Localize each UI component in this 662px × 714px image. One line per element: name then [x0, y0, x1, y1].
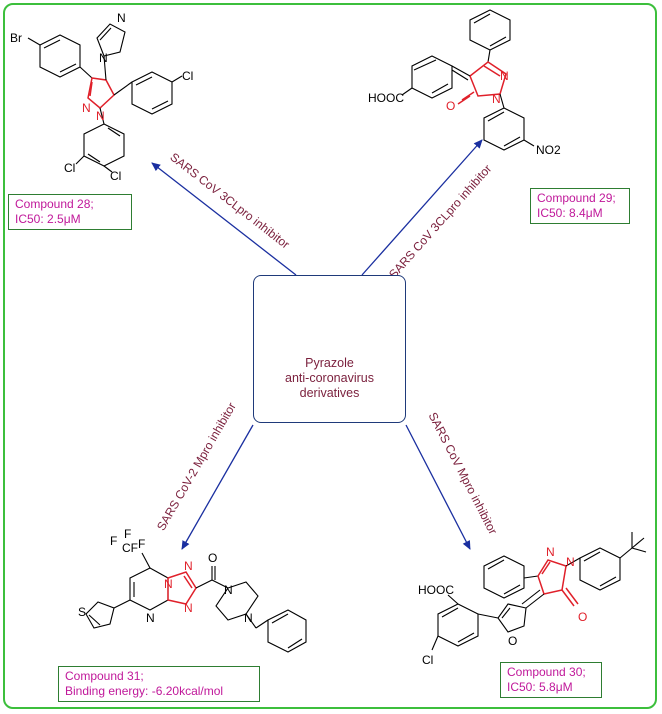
compound-30-box: Compound 30; IC50: 5.8μM — [500, 662, 602, 698]
c31-n-pyr: N — [146, 611, 155, 625]
c31-n-tri2: N — [164, 577, 173, 591]
compound-28-structure — [27, 23, 183, 173]
c29-no2: NO2 — [536, 143, 561, 157]
c28-n-top: N — [117, 11, 126, 25]
compound-29-box: Compound 29; IC50: 8.4μM — [530, 188, 630, 224]
c30-n1: N — [546, 545, 555, 559]
compound-29-name: Compound 29; — [537, 191, 616, 205]
arrow-bottom-left — [181, 424, 254, 550]
c29-hooc: HOOC — [368, 91, 404, 105]
c28-cl-br: Cl — [110, 169, 121, 183]
compound-28-name: Compound 28; — [15, 197, 94, 211]
c31-f2: F — [124, 527, 131, 541]
center-caption: Pyrazole anti-coronavirus derivatives — [254, 356, 405, 401]
c28-n-imid: N — [99, 51, 108, 65]
c30-cl: Cl — [422, 653, 433, 667]
c30-o-keto: O — [578, 610, 587, 624]
c28-cl-bl: Cl — [64, 161, 75, 175]
center-pyrazole-box: Pyrazole anti-coronavirus derivatives — [253, 275, 406, 423]
c31-o: O — [208, 551, 217, 565]
c31-n-tri3: N — [184, 601, 193, 615]
c31-f1: F — [110, 534, 117, 548]
compound-31-box: Compound 31; Binding energy: -6.20kcal/m… — [58, 666, 260, 702]
compound-29-activity: IC50: 8.4μM — [537, 206, 603, 220]
c31-cf3: CF — [122, 541, 138, 555]
c28-br: Br — [10, 31, 22, 45]
c29-n2: N — [492, 92, 501, 106]
compound-28-box: Compound 28; IC50: 2.5μM — [8, 194, 132, 230]
compound-29-structure — [401, 9, 535, 151]
c30-o-furan: O — [508, 634, 517, 648]
c28-n-pz1: N — [82, 101, 91, 115]
c29-n1: N — [500, 69, 509, 83]
c29-o: O — [446, 99, 455, 113]
arrow-bottom-right — [405, 424, 471, 550]
c31-n-pip2: N — [244, 611, 253, 625]
arrow-top-left — [151, 162, 297, 276]
compound-30-structure — [431, 532, 647, 651]
c31-s: S — [78, 605, 86, 619]
c31-f3: F — [138, 537, 145, 551]
c28-cl-right: Cl — [182, 69, 193, 83]
center-title: Pyrazole — [305, 356, 354, 370]
outer-frame — [3, 3, 657, 709]
c31-n-pip1: N — [224, 583, 233, 597]
c31-n-tri1: N — [184, 559, 193, 573]
compound-31-activity: Binding energy: -6.20kcal/mol — [65, 684, 224, 698]
c28-n-pz2: N — [96, 109, 105, 123]
compound-31-name: Compound 31; — [65, 669, 144, 683]
center-line2: anti-coronavirus — [285, 371, 374, 385]
c30-hooc: HOOC — [418, 583, 454, 597]
arrow-top-right — [361, 139, 483, 276]
compound-28-activity: IC50: 2.5μM — [15, 212, 81, 226]
center-line3: derivatives — [299, 386, 360, 400]
compound-31-structure — [85, 552, 307, 653]
compound-30-name: Compound 30; — [507, 665, 586, 679]
c30-n2: N — [566, 555, 575, 569]
compound-30-activity: IC50: 5.8μM — [507, 680, 573, 694]
